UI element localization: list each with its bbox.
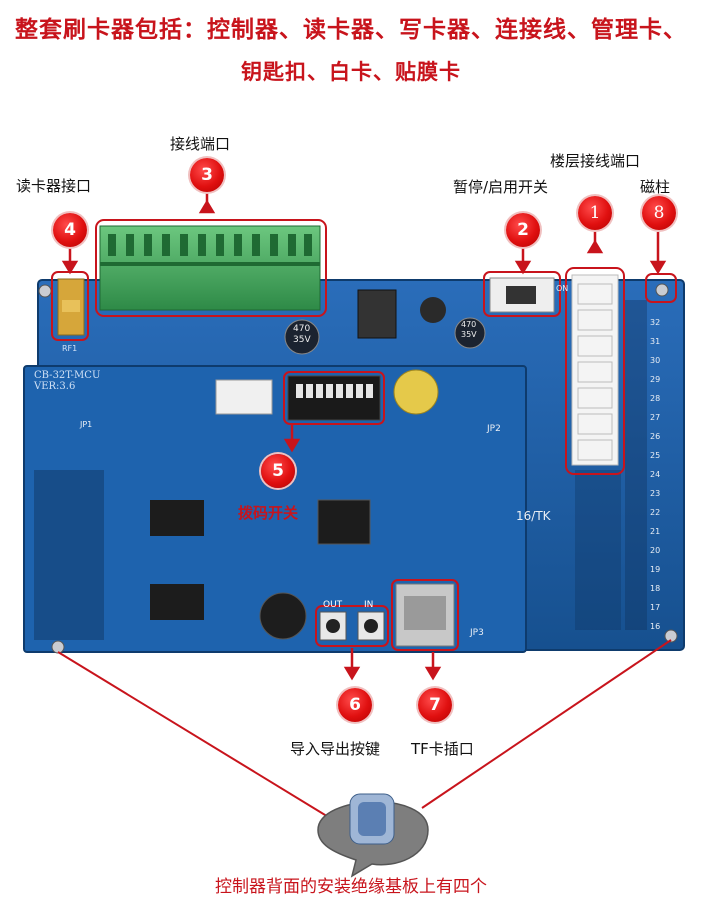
port-number: 29 [650,375,661,384]
callout-badge-6: 6 [338,688,372,722]
callout-box-3 [95,219,327,317]
port-number: 16 [650,622,661,631]
regulator [357,289,397,339]
port-number: 17 [650,603,661,612]
port-number: 30 [650,356,661,365]
left-pin-header [34,470,104,640]
mount-screw [38,284,52,298]
board-right-mark: 16/TK [516,509,551,523]
port-number: 21 [650,527,661,536]
board-on-mark: ON [556,284,569,293]
pointer-line-right [421,639,672,809]
board-jp3: JP3 [470,628,484,638]
callout-badge-5: 5 [261,454,295,488]
mcu-chip [317,499,371,545]
in-button [357,611,385,641]
callout-badge-7: 7 [418,688,452,722]
headline-line-1: 整套刷卡器包括：控制器、读卡器、写卡器、连接线、管理卡、 [15,17,687,43]
port-number: 32 [650,318,661,327]
callout-box-5 [283,371,385,425]
port-number-column: 32 31 30 29 28 27 26 25 24 23 22 21 20 1… [650,318,670,641]
mount-screw [51,640,65,654]
board-ant-label: RF1 [62,344,78,353]
terminal-block [99,225,321,311]
callout-label-5: 拨码开关 [238,504,299,522]
port-number: 22 [650,508,661,517]
callout-box-7 [391,579,459,651]
rf-module [215,379,273,415]
port-number: 31 [650,337,661,346]
callout-label-7: TF卡插口 [411,740,474,758]
port-number: 28 [650,394,661,403]
cap1-voltage: 35V [293,335,311,345]
port-number: 27 [650,413,661,422]
board-model-text: CB-32T-MCU [34,370,101,381]
inductor [420,297,446,323]
callout-badge-2: 2 [506,213,540,247]
callout-label-8: 磁柱 [640,178,671,196]
out-button-label: OUT [323,600,343,610]
callout-label-4: 读卡器接口 [16,177,92,195]
buzzer [259,592,307,640]
floor-port-connectors [571,274,619,466]
cap2-value: 470 [461,320,477,329]
callout-label-6: 导入导出按键 [290,740,381,758]
callout-badge-4: 4 [53,213,87,247]
callout-box-8 [645,273,677,303]
coin-battery [393,369,439,415]
headline-line-2: 钥匙扣、白卡、贴膜卡 [241,60,461,84]
cap2-voltage: 35V [461,330,477,339]
ic-chip [150,500,204,536]
board-version-text: VER:3.6 [34,381,76,392]
port-number: 26 [650,432,661,441]
capacitor [284,319,320,355]
board-jp1: JP1 [80,420,93,429]
bottom-note: 控制器背面的安装绝缘基板上有四个 [215,877,487,897]
capacitor [454,317,486,349]
port-number: 25 [650,451,661,460]
callout-label-1: 楼层接线端口 [550,152,641,170]
port-number: 18 [650,584,661,593]
callout-badge-1: 1 [578,196,612,230]
callout-badge-8: 8 [642,196,676,230]
callout-label-3: 接线端口 [170,135,231,153]
port-number: 19 [650,565,661,574]
callout-label-2: 暂停/启用开关 [453,178,549,196]
port-number: 23 [650,489,661,498]
dip-switch [287,375,381,421]
ic-chip [150,584,204,620]
mount-screw [664,629,678,643]
callout-box-6 [315,605,389,647]
board-jp2: JP2 [487,424,501,434]
callout-badge-3: 3 [190,158,224,192]
cap1-value: 470 [293,324,311,334]
port-number: 20 [650,546,661,555]
port-number: 24 [650,470,661,479]
pointer-line-left [57,651,331,819]
callout-box-1 [565,267,625,475]
mount-screw [655,283,669,297]
in-button-label: IN [364,600,374,610]
